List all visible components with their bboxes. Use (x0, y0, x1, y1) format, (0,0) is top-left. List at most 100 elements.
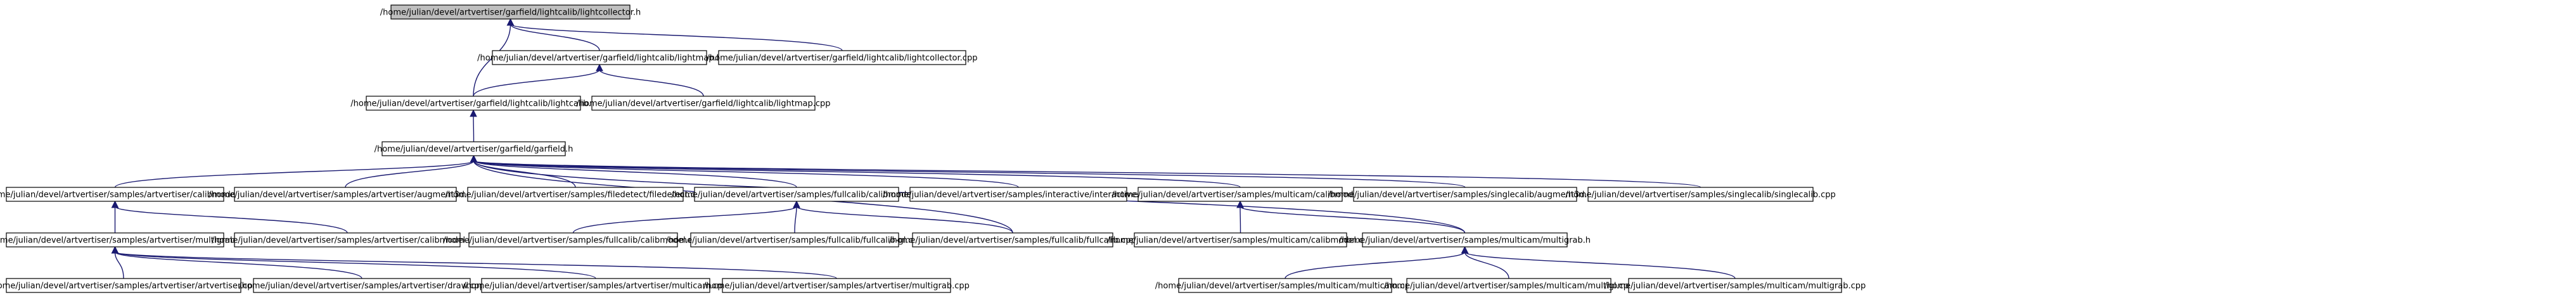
node-box[interactable] (1628, 278, 1842, 293)
node-box[interactable] (690, 232, 899, 247)
edge-mc_multicam_cpp-to-mc_multigrab_h (1285, 251, 1466, 279)
edge-arrowhead (470, 154, 478, 163)
edge-mc_multigrab_h-to-mc_calibmodel_h (1240, 206, 1466, 234)
node-av-multigrab-h[interactable]: /home/julian/devel/artvertiser/samples/a… (0, 232, 243, 247)
edge-lightcalib_h-to-lightcollector_h (473, 23, 511, 97)
node-label: /home/julian/devel/artvertiser/samples/m… (1107, 236, 1374, 246)
node-box[interactable] (467, 187, 684, 202)
node-box[interactable] (468, 232, 678, 247)
node-box[interactable] (1362, 232, 1568, 247)
edge-lightcalib_h-to-lightmap_h (473, 69, 600, 97)
node-box[interactable] (1587, 187, 1814, 202)
graph-edges (111, 18, 1736, 279)
node-box[interactable] (366, 96, 581, 111)
edge-interactive_cpp-to-garfield_h (473, 160, 1019, 188)
node-box[interactable] (1178, 278, 1392, 293)
node-mc-calibmodel-h[interactable]: /home/julian/devel/artvertiser/samples/m… (1112, 187, 1369, 202)
node-av-calibmodel-cpp[interactable]: /home/julian/devel/artvertiser/samples/a… (212, 232, 483, 247)
node-lightcollector-cpp[interactable]: /home/julian/devel/artvertiser/garfield/… (707, 50, 978, 65)
node-label: /home/julian/devel/artvertiser/garfield/… (380, 8, 641, 18)
edge-av_calibmodel_cpp-to-av_calibmodel_h (114, 206, 348, 234)
node-garfield-h[interactable]: /home/julian/devel/artvertiser/garfield/… (375, 141, 574, 156)
node-lightcollector-h[interactable]: /home/julian/devel/artvertiser/garfield/… (380, 4, 641, 20)
node-box[interactable] (481, 278, 710, 293)
node-box[interactable] (492, 50, 707, 65)
node-box[interactable] (1353, 187, 1577, 202)
node-box[interactable] (1134, 232, 1347, 247)
node-box[interactable] (718, 50, 966, 65)
node-box[interactable] (6, 232, 224, 247)
node-box[interactable] (234, 187, 457, 202)
node-box[interactable] (390, 4, 631, 20)
node-av-multicam-cpp[interactable]: /home/julian/devel/artvertiser/samples/a… (463, 278, 728, 293)
node-label: /home/julian/devel/artvertiser/samples/f… (889, 236, 1136, 246)
node-label: /home/julian/devel/artvertiser/samples/a… (703, 282, 970, 291)
node-label: /home/julian/devel/artvertiser/samples/a… (0, 236, 243, 246)
node-label: /home/julian/devel/artvertiser/samples/m… (1384, 282, 1634, 291)
edge-arrowhead (596, 63, 603, 72)
node-interactive-cpp[interactable]: /home/julian/devel/artvertiser/samples/i… (883, 187, 1154, 202)
node-mc-multigrab-h[interactable]: /home/julian/devel/artvertiser/samples/m… (1339, 232, 1591, 247)
node-box[interactable] (1406, 278, 1612, 293)
node-label: /home/julian/devel/artvertiser/garfield/… (576, 99, 830, 109)
node-draw-cpp[interactable]: /home/julian/devel/artvertiser/samples/a… (239, 278, 485, 293)
node-mc-multicam-cpp[interactable]: /home/julian/devel/artvertiser/samples/m… (1155, 278, 1415, 293)
node-mc-calibmodel-cpp[interactable]: /home/julian/devel/artvertiser/samples/m… (1107, 232, 1374, 247)
edge-lightmap_h-to-lightcollector_h (509, 23, 600, 51)
node-label: /home/julian/devel/artvertiser/samples/a… (0, 191, 246, 200)
node-label: /home/julian/devel/artvertiser/samples/s… (1328, 191, 1603, 200)
node-box[interactable] (253, 278, 471, 293)
node-box[interactable] (234, 232, 461, 247)
node-artvertiser-cpp[interactable]: /home/julian/devel/artvertiser/samples/a… (0, 278, 258, 293)
node-label: /home/julian/devel/artvertiser/samples/i… (883, 191, 1154, 200)
edge-sc_augment3d_cpp-to-garfield_h (473, 160, 1466, 188)
node-fc-calibmodel-h[interactable]: /home/julian/devel/artvertiser/samples/f… (672, 187, 922, 202)
edge-mc_calibmodel_cpp-to-mc_calibmodel_h (1240, 206, 1241, 234)
node-av-calibmodel-h[interactable]: /home/julian/devel/artvertiser/samples/a… (0, 187, 246, 202)
node-singlecalib-cpp[interactable]: /home/julian/devel/artvertiser/samples/s… (1565, 187, 1836, 202)
node-multigl-cpp[interactable]: /home/julian/devel/artvertiser/samples/m… (1384, 278, 1634, 293)
node-box[interactable] (381, 141, 566, 156)
edge-arrowhead (506, 18, 515, 26)
node-box[interactable] (722, 278, 951, 293)
edge-arrowhead (111, 200, 119, 208)
node-label: /home/julian/devel/artvertiser/garfield/… (375, 145, 574, 154)
node-label: /home/julian/devel/artvertiser/garfield/… (707, 54, 978, 63)
node-mc-multigrab-cpp[interactable]: /home/julian/devel/artvertiser/samples/m… (1605, 278, 1866, 293)
node-box[interactable] (909, 187, 1127, 202)
edge-lightmap_cpp-to-lightmap_h (599, 69, 704, 97)
node-label: /home/julian/devel/artvertiser/samples/m… (1339, 236, 1591, 246)
node-lightmap-h[interactable]: /home/julian/devel/artvertiser/garfield/… (477, 50, 722, 65)
node-av-multigrab-cpp[interactable]: /home/julian/devel/artvertiser/samples/a… (703, 278, 970, 293)
node-label: /home/julian/devel/artvertiser/samples/f… (672, 191, 922, 200)
node-fc-calibmodel-cpp[interactable]: /home/julian/devel/artvertiser/samples/f… (443, 232, 703, 247)
node-sc-augment3d-cpp[interactable]: /home/julian/devel/artvertiser/samples/s… (1328, 187, 1603, 202)
node-label: /home/julian/devel/artvertiser/samples/f… (445, 191, 705, 200)
node-label: /home/julian/devel/artvertiser/samples/f… (666, 236, 923, 246)
node-box[interactable] (6, 187, 224, 202)
node-label: /home/julian/devel/artvertiser/garfield/… (350, 99, 596, 109)
edge-arrowhead (1236, 200, 1244, 208)
edge-fullcalib_gl_cpp-to-fc_calibmodel_h (794, 206, 797, 234)
edge-augment3d_cpp-to-garfield_h (345, 160, 475, 188)
node-label: /home/julian/devel/artvertiser/samples/a… (208, 191, 482, 200)
node-label: /home/julian/devel/artvertiser/samples/m… (1155, 282, 1415, 291)
edge-mc_calibmodel_h-to-garfield_h (473, 160, 1241, 188)
node-label: /home/julian/devel/artvertiser/samples/a… (0, 282, 258, 291)
node-label: /home/julian/devel/artvertiser/samples/s… (1565, 191, 1836, 200)
node-box[interactable] (1137, 187, 1343, 202)
edge-singlecalib_cpp-to-garfield_h (473, 160, 1701, 188)
node-fullcalib-gl-cpp[interactable]: /home/julian/devel/artvertiser/samples/f… (666, 232, 923, 247)
node-filedetect-cpp[interactable]: /home/julian/devel/artvertiser/samples/f… (445, 187, 706, 202)
node-augment3d-cpp[interactable]: /home/julian/devel/artvertiser/samples/a… (208, 187, 482, 202)
node-lightcalib-h[interactable]: /home/julian/devel/artvertiser/garfield/… (350, 96, 596, 111)
edge-lightcollector_cpp-to-lightcollector_h (509, 23, 843, 51)
node-box[interactable] (591, 96, 816, 111)
node-box[interactable] (6, 278, 241, 293)
node-box[interactable] (912, 232, 1113, 247)
edge-arrowhead (470, 109, 477, 117)
node-fullcalib-cpp[interactable]: /home/julian/devel/artvertiser/samples/f… (889, 232, 1136, 247)
node-box[interactable] (694, 187, 899, 202)
node-lightmap-cpp[interactable]: /home/julian/devel/artvertiser/garfield/… (576, 96, 831, 111)
